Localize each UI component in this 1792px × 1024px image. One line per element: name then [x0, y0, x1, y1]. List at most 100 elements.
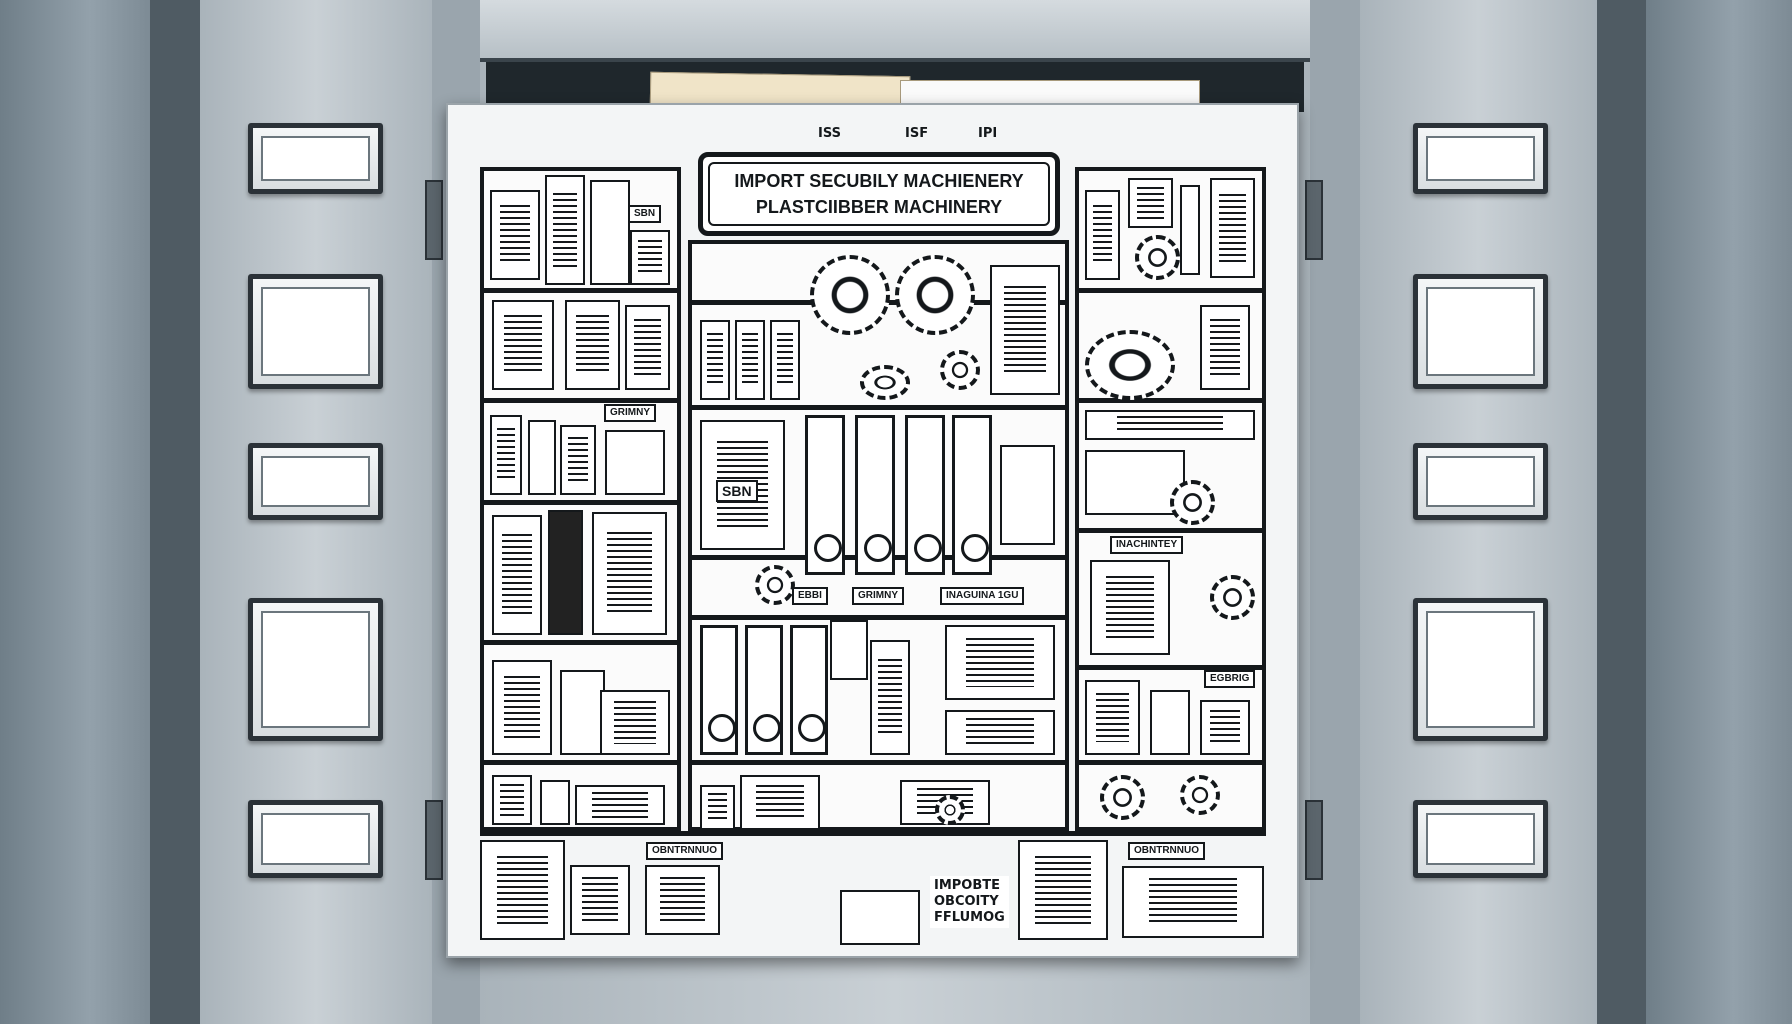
tab-label: ISS — [818, 126, 841, 141]
binder — [952, 415, 992, 575]
shelf-board — [1075, 528, 1266, 533]
illustrated-box — [1085, 410, 1255, 440]
shelf-board — [480, 831, 1266, 836]
gear-icon — [1210, 575, 1255, 620]
illustrated-box — [840, 890, 920, 945]
shelf-board — [480, 760, 681, 765]
binder — [805, 415, 845, 575]
illustrated-box — [565, 300, 620, 390]
shelf-label: OBNTRNNUO — [1128, 842, 1205, 860]
illustrated-box — [540, 780, 570, 825]
illustrated-box — [560, 670, 605, 755]
illustrated-box — [1210, 178, 1255, 278]
banner-line-2: PLASTCIIBBER MACHINERY — [755, 197, 1003, 217]
binder — [790, 625, 828, 755]
label-card — [1426, 813, 1535, 865]
top-drawer[interactable] — [480, 0, 1310, 62]
label-card — [1426, 287, 1535, 376]
drawer-handle[interactable] — [248, 274, 383, 389]
illustrated-box — [700, 785, 735, 830]
illustrated-box — [492, 775, 532, 825]
shelf-board — [1075, 398, 1266, 403]
binder — [905, 415, 945, 575]
illustrated-box — [1200, 700, 1250, 755]
drawer-handle[interactable] — [1413, 443, 1548, 520]
shelf-board — [480, 288, 681, 293]
illustrated-box — [528, 420, 556, 495]
label-card — [1426, 611, 1535, 728]
shelf-label: OBNTRNNUO — [646, 842, 723, 860]
illustrated-box — [1085, 190, 1120, 280]
drawer-handle[interactable] — [248, 800, 383, 878]
illustrated-box — [490, 190, 540, 280]
shelf-label: EGBRIG — [1204, 670, 1256, 688]
note-line: IMPOBTE — [934, 878, 1001, 893]
hinge — [1305, 180, 1323, 260]
gear-icon — [755, 565, 795, 605]
tab-label: ISF — [905, 126, 929, 141]
bottom-note: IMPOBTE OBCOITY FFLUMOG — [930, 876, 1009, 928]
illustrated-box — [1090, 560, 1170, 655]
gear-icon — [940, 350, 980, 390]
illustrated-box — [1150, 690, 1190, 755]
cabinet-column-right-outer — [1646, 0, 1792, 1024]
gear-icon — [1100, 775, 1145, 820]
illustrated-box — [605, 430, 665, 495]
shelf-board — [1075, 288, 1266, 293]
label-card — [261, 611, 370, 728]
gear-icon — [935, 795, 965, 825]
illustrated-box — [590, 180, 630, 285]
illustrated-box — [560, 425, 596, 495]
shelf-label: EBBI — [792, 587, 828, 605]
hinge — [425, 800, 443, 880]
cabinet-column-left-outer — [0, 0, 150, 1024]
illustrated-box — [645, 865, 720, 935]
illustrated-box — [1200, 305, 1250, 390]
illustrated-box — [492, 660, 552, 755]
gear-icon — [1180, 775, 1220, 815]
illustrated-box — [770, 320, 800, 400]
shelf-board — [688, 760, 1069, 765]
illustrated-box — [570, 865, 630, 935]
gear-icon — [860, 365, 910, 400]
cabinet-gap — [150, 0, 200, 1024]
illustrated-box — [945, 625, 1055, 700]
illustrated-box — [830, 620, 868, 680]
drawer-handle[interactable] — [1413, 274, 1548, 389]
drawer-handle[interactable] — [248, 123, 383, 194]
hinge — [425, 180, 443, 260]
drawer-handle[interactable] — [1413, 800, 1548, 878]
label-card — [261, 136, 370, 181]
drawer-handle[interactable] — [248, 443, 383, 520]
label-card — [1426, 136, 1535, 181]
illustrated-box — [1180, 185, 1200, 275]
gear-icon — [1135, 235, 1180, 280]
illustrated-box — [490, 415, 522, 495]
illustrated-box — [870, 640, 910, 755]
shelf-board — [480, 640, 681, 645]
illustrated-box — [545, 175, 585, 285]
illustrated-box — [600, 690, 670, 755]
banner-line-1: IMPORT SECUBILY MACHIENERY — [734, 171, 1024, 191]
label-card — [1426, 456, 1535, 507]
shelf-board — [1075, 760, 1266, 765]
label-card — [261, 287, 370, 376]
illustrated-box — [492, 515, 542, 635]
binder — [700, 625, 738, 755]
drawer-handle[interactable] — [1413, 123, 1548, 194]
illustrated-box — [1122, 866, 1264, 938]
illustrated-box — [945, 710, 1055, 755]
gear-icon — [1170, 480, 1215, 525]
gear-icon — [1085, 330, 1175, 400]
drawer-handle[interactable] — [1413, 598, 1548, 741]
hinge — [1305, 800, 1323, 880]
illustrated-box — [1018, 840, 1108, 940]
illustrated-box — [1085, 680, 1140, 755]
binder — [855, 415, 895, 575]
illustrated-box — [548, 510, 583, 635]
tab-label: IPI — [978, 126, 998, 141]
drawer-handle[interactable] — [248, 598, 383, 741]
gear-icon — [810, 255, 890, 335]
label-card — [261, 456, 370, 507]
shelf-label: GRIMNY — [604, 404, 656, 422]
